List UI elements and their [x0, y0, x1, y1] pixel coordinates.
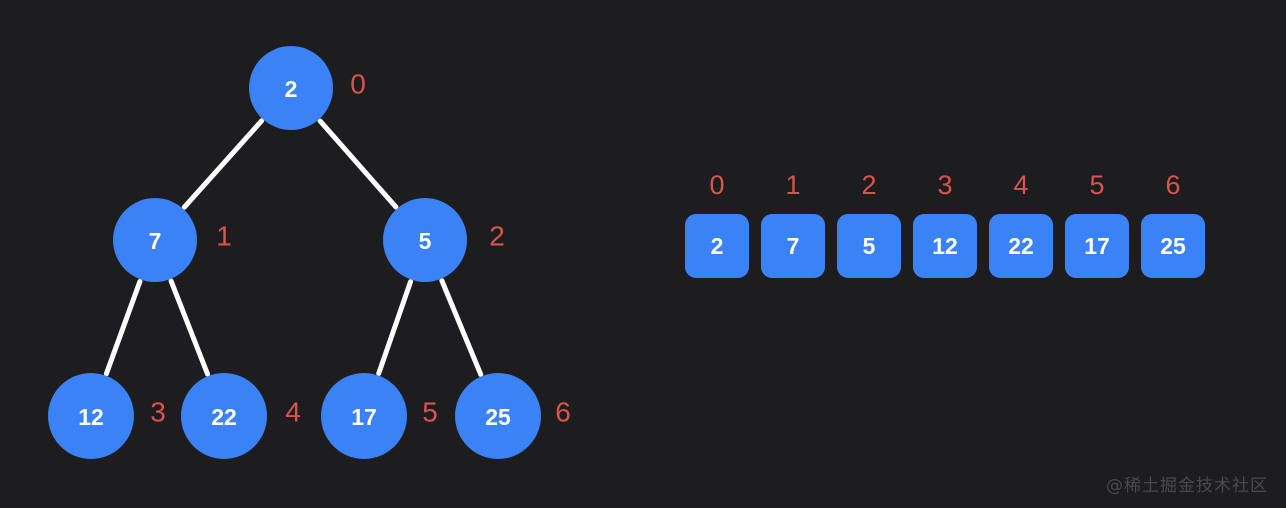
tree-node[interactable]: 25 — [455, 373, 541, 459]
tree-node[interactable]: 2 — [249, 46, 333, 130]
tree-node-circle — [383, 198, 467, 282]
tree-node-value: 5 — [419, 228, 432, 254]
tree-node-value: 22 — [211, 404, 237, 430]
tree-node-circle — [181, 373, 267, 459]
array-cell[interactable]: 25 — [1141, 214, 1205, 278]
watermark-text: @稀土掘金技术社区 — [1106, 476, 1268, 496]
tree-node-index: 1 — [216, 221, 232, 252]
array-cell[interactable]: 12 — [913, 214, 977, 278]
tree-node-index: 0 — [350, 69, 366, 100]
tree-edge — [376, 279, 414, 376]
tree-node-value: 2 — [285, 76, 298, 102]
tree-node-value: 7 — [149, 228, 162, 254]
tree-edge — [103, 278, 143, 377]
tree-node-index: 3 — [150, 397, 166, 428]
array-index-label: 1 — [785, 170, 801, 200]
array-index-label: 3 — [937, 170, 953, 200]
array-cell[interactable]: 22 — [989, 214, 1053, 278]
array-index-label: 5 — [1089, 170, 1105, 200]
tree-node-value: 17 — [351, 404, 377, 430]
tree-node-circle — [249, 46, 333, 130]
array-index-label: 4 — [1013, 170, 1029, 200]
tree-edge-layer — [103, 118, 484, 377]
tree-node[interactable]: 7 — [113, 198, 197, 282]
tree-node[interactable]: 5 — [383, 198, 467, 282]
tree-index-layer: 0 1 2 3 4 5 6 — [150, 69, 571, 428]
array-cell[interactable]: 7 — [761, 214, 825, 278]
tree-node-index: 6 — [555, 397, 571, 428]
tree-node-index: 4 — [285, 397, 301, 428]
tree-edge — [168, 278, 211, 377]
tree-node-value: 25 — [485, 404, 511, 430]
tree-edge — [317, 118, 399, 210]
array-index-label: 0 — [709, 170, 725, 200]
tree-edge — [439, 278, 484, 377]
tree-node[interactable]: 17 — [321, 373, 407, 459]
tree-node-circle — [48, 373, 134, 459]
tree-node[interactable]: 22 — [181, 373, 267, 459]
tree-node-circle — [113, 198, 197, 282]
array-cell[interactable]: 5 — [837, 214, 901, 278]
array-cell[interactable]: 2 — [685, 214, 749, 278]
tree-node-circle — [321, 373, 407, 459]
tree-node-index: 5 — [422, 397, 438, 428]
tree-node-circle — [455, 373, 541, 459]
array-index-label: 2 — [861, 170, 877, 200]
tree-edge — [181, 118, 265, 210]
tree-node-index: 2 — [489, 221, 505, 252]
array-index-row: 0 1 2 3 4 5 6 — [685, 170, 1209, 200]
array-index-label: 6 — [1165, 170, 1181, 200]
tree-node[interactable]: 12 — [48, 373, 134, 459]
tree-node-value: 12 — [78, 404, 104, 430]
array-cell[interactable]: 17 — [1065, 214, 1129, 278]
